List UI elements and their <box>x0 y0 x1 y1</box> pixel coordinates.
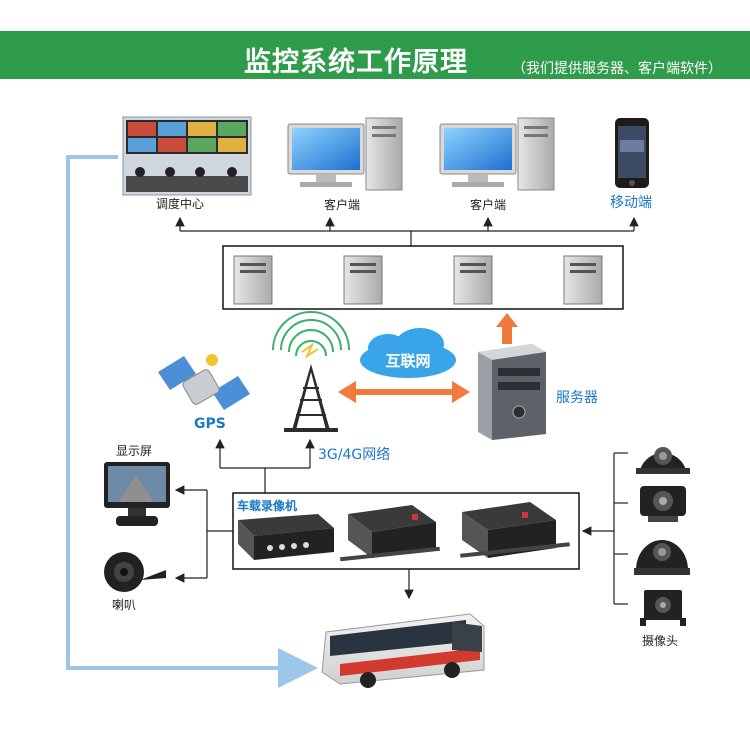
upload-arrow <box>496 313 518 344</box>
dvr-group <box>232 492 580 570</box>
network-label: 3G/4G网络 <box>318 447 391 463</box>
box-camera-icon <box>640 486 686 522</box>
dvr-device-icon <box>460 502 570 558</box>
server-tower-icon <box>233 255 273 305</box>
dvr-label: 车载录像机 <box>237 499 298 513</box>
dispatch-center-label: 调度中心 <box>156 197 205 211</box>
cell-tower-icon <box>272 311 350 432</box>
server-cluster <box>222 245 624 310</box>
main-server-icon <box>478 344 546 440</box>
internet-label: 互联网 <box>385 352 431 370</box>
title-banner <box>0 31 750 79</box>
dispatch-center-icon <box>122 116 252 196</box>
bus-icon <box>321 613 485 688</box>
server-tower-icon <box>453 255 493 305</box>
network-connector <box>215 438 315 493</box>
internet-cloud <box>360 328 456 378</box>
server-label: 服务器 <box>556 390 598 406</box>
data-link-arrow <box>338 381 470 403</box>
return-path-line <box>66 155 318 688</box>
server-tower-icon <box>563 255 603 305</box>
client-computer-icon <box>287 117 403 191</box>
server-tower-icon <box>343 255 383 305</box>
client-label: 客户端 <box>324 198 361 212</box>
speaker-icon <box>104 552 166 592</box>
display-label: 显示屏 <box>116 444 153 458</box>
client-label: 客户端 <box>470 198 507 212</box>
mobile-label: 移动端 <box>610 195 652 211</box>
dvr-device-icon <box>238 514 334 560</box>
output-connector <box>174 485 233 583</box>
page-title: 监控系统工作原理 <box>244 47 468 78</box>
dome-camera-icon <box>634 540 690 575</box>
camera-label: 摄像头 <box>642 634 679 648</box>
page-subtitle: （我们提供服务器、客户端软件） <box>512 61 722 77</box>
dome-camera-icon <box>636 447 690 474</box>
speaker-label: 喇叭 <box>112 598 137 612</box>
satellite-icon <box>158 354 250 410</box>
gps-label: GPS <box>194 416 226 432</box>
client-connector <box>175 216 639 246</box>
mobile-phone-icon <box>615 118 649 188</box>
mini-camera-icon <box>640 590 686 626</box>
display-monitor-icon <box>104 462 170 526</box>
camera-connector <box>581 452 628 605</box>
dvr-device-icon <box>340 505 440 562</box>
client-computer-icon <box>439 117 555 191</box>
